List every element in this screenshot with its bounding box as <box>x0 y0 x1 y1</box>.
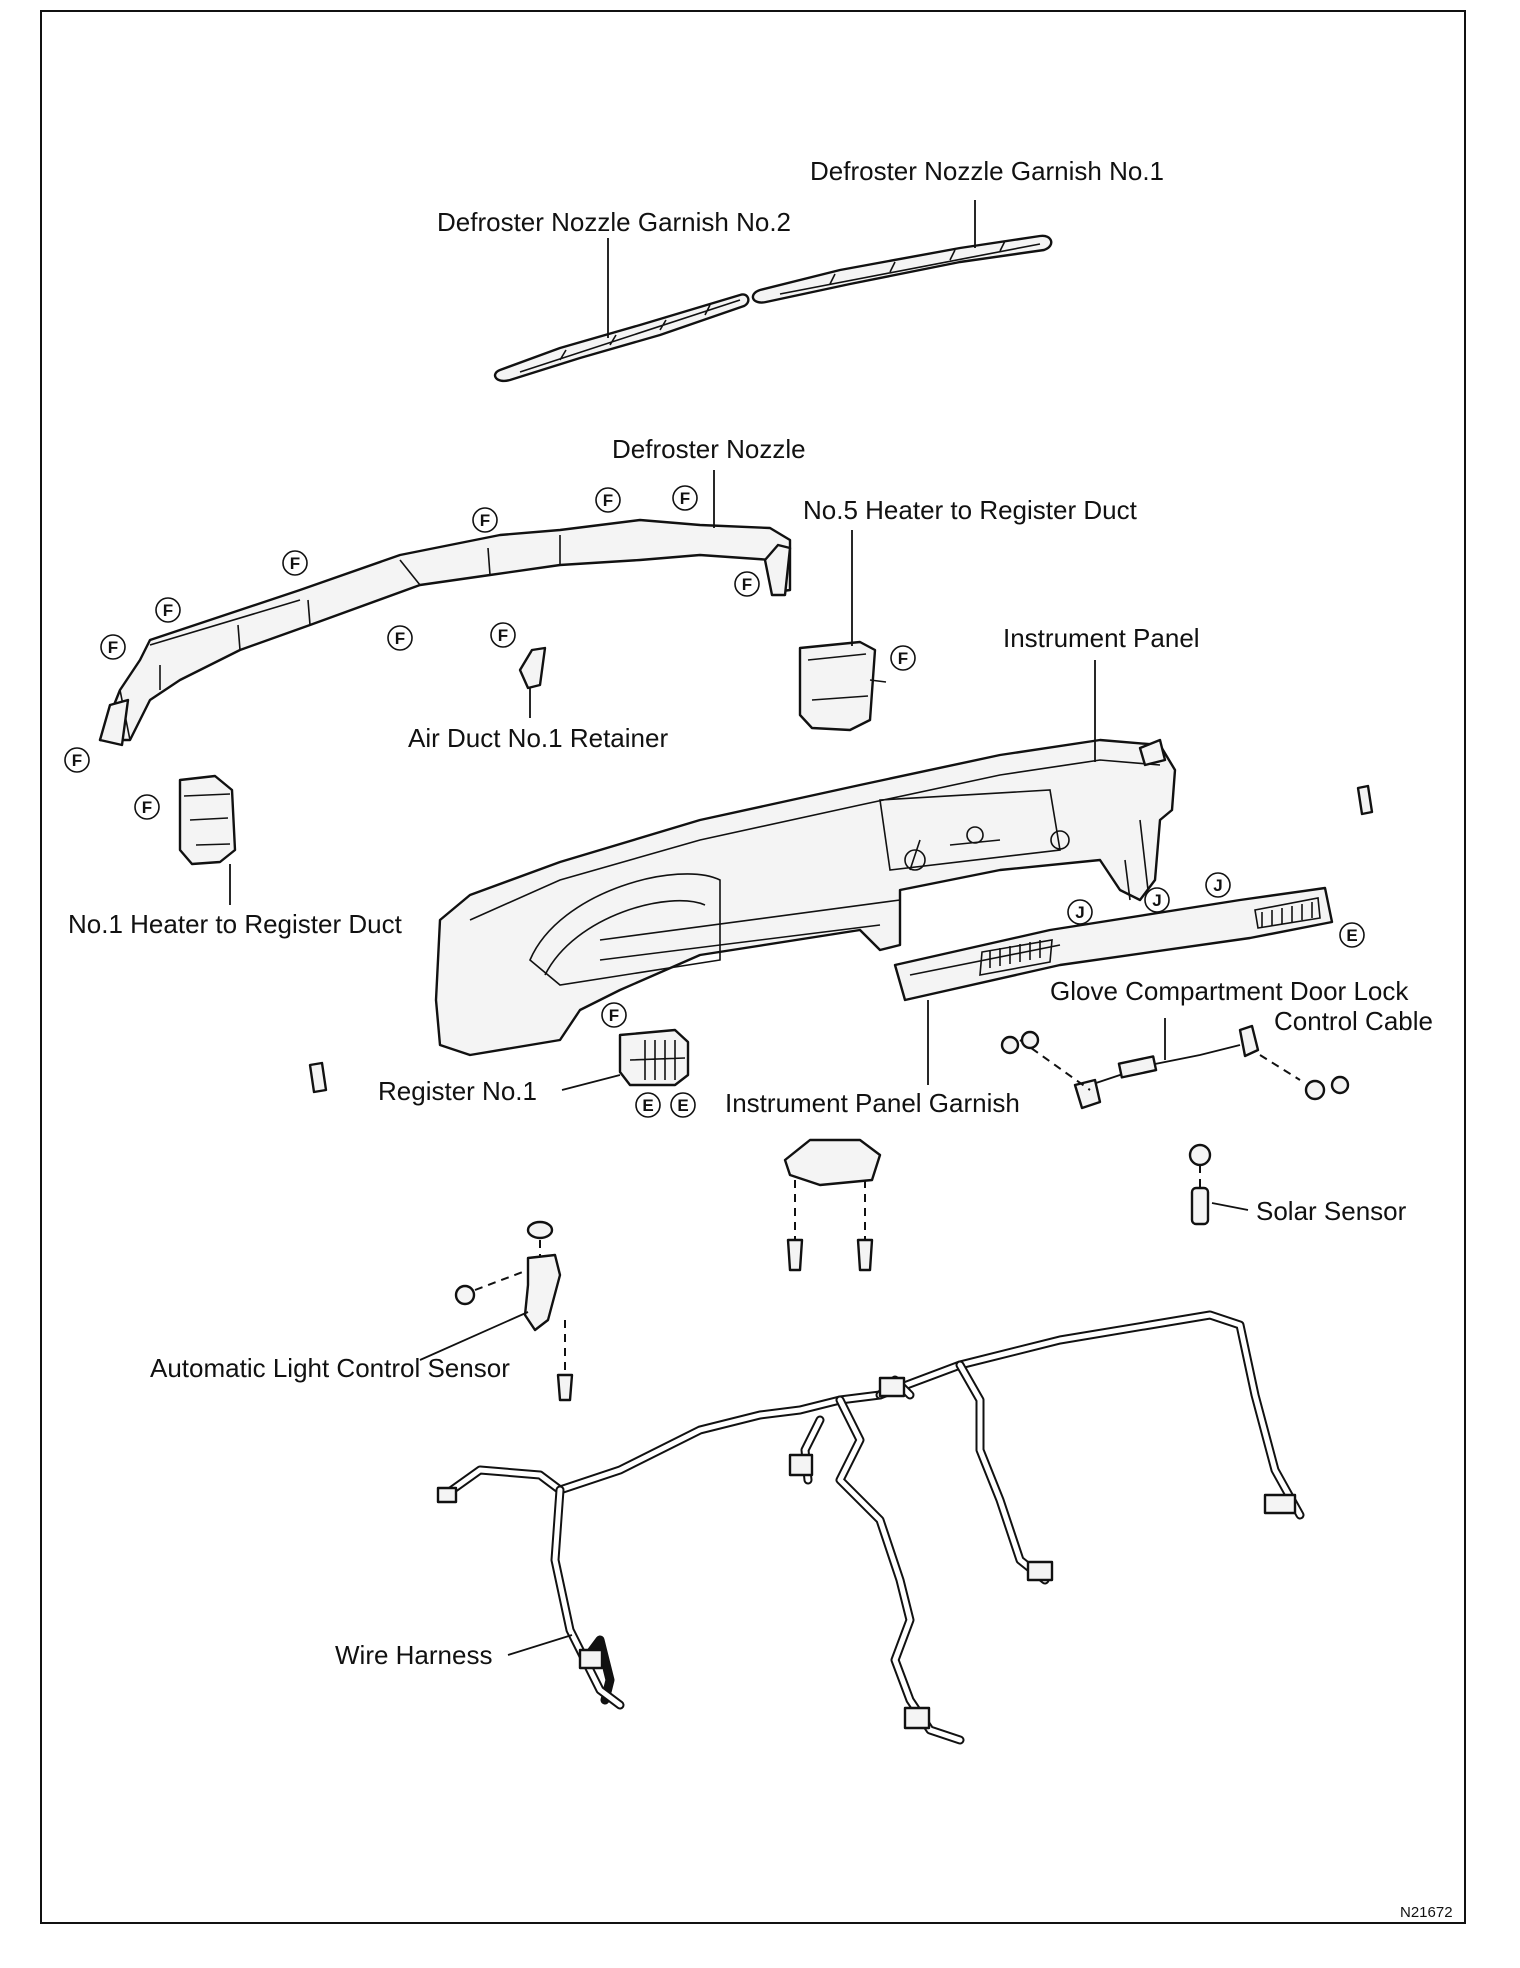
wire-harness <box>436 1310 1305 1745</box>
clip-f-6: F <box>672 485 698 511</box>
air-duct-no1-retainer <box>518 646 547 690</box>
clip-markers: F F F F F F F F F F F F F J J J E E E <box>64 485 1365 1118</box>
loose-clip-right <box>1356 784 1374 816</box>
label-garnish-no2: Defroster Nozzle Garnish No.2 <box>437 207 792 237</box>
label-defroster-nozzle: Defroster Nozzle <box>612 434 806 464</box>
glove-compartment-door-lock-cable <box>1000 1024 1350 1110</box>
svg-text:F: F <box>108 638 118 657</box>
clip-f-7: F <box>734 571 760 597</box>
label-register-no1: Register No.1 <box>378 1076 537 1106</box>
clip-f-9: F <box>490 622 516 648</box>
svg-text:F: F <box>72 751 82 770</box>
label-air-duct-retainer: Air Duct No.1 Retainer <box>408 723 669 753</box>
svg-text:F: F <box>290 554 300 573</box>
center-module <box>783 1138 882 1272</box>
clip-e-3: E <box>670 1092 696 1118</box>
svg-text:E: E <box>1346 926 1357 945</box>
figure-code: N21672 <box>1400 1904 1453 1921</box>
clip-j-1: J <box>1205 872 1231 898</box>
label-light-sensor: Automatic Light Control Sensor <box>150 1353 510 1383</box>
svg-text:E: E <box>642 1096 653 1115</box>
leader-lines <box>229 200 1166 1091</box>
label-panel-garnish: Instrument Panel Garnish <box>725 1088 1020 1118</box>
clip-f-11: F <box>64 747 90 773</box>
label-garnish-no1: Defroster Nozzle Garnish No.1 <box>810 156 1165 186</box>
loose-clip-left <box>308 1061 328 1094</box>
clip-f-5: F <box>595 487 621 513</box>
svg-text:E: E <box>677 1096 688 1115</box>
label-solar-sensor: Solar Sensor <box>1256 1196 1407 1226</box>
label-instrument-panel: Instrument Panel <box>1003 623 1200 653</box>
label-glove-cable-line2: Control Cable <box>1274 1006 1433 1036</box>
automatic-light-control-sensor <box>419 1220 574 1402</box>
svg-text:J: J <box>1152 891 1161 910</box>
svg-text:F: F <box>603 491 613 510</box>
svg-text:J: J <box>1213 876 1222 895</box>
register-no1 <box>618 1028 690 1087</box>
no5-heater-duct <box>798 640 887 732</box>
clip-f-3: F <box>282 550 308 576</box>
svg-text:F: F <box>898 649 908 668</box>
label-glove-cable-line1: Glove Compartment Door Lock <box>1050 976 1409 1006</box>
clip-f-12: F <box>134 794 160 820</box>
svg-text:F: F <box>680 489 690 508</box>
defroster-nozzle-garnish-no1 <box>751 234 1053 304</box>
defroster-nozzle <box>98 518 792 747</box>
clip-e-1: E <box>1339 922 1365 948</box>
no1-heater-duct <box>178 774 237 866</box>
svg-text:F: F <box>163 601 173 620</box>
svg-text:F: F <box>609 1006 619 1025</box>
instrument-panel-garnish <box>893 886 1334 1002</box>
solar-sensor <box>1188 1143 1249 1226</box>
label-wire-harness: Wire Harness <box>335 1640 493 1670</box>
label-no1-duct: No.1 Heater to Register Duct <box>68 909 402 939</box>
diagram-frame <box>40 10 1466 1924</box>
clip-f-13: F <box>601 1002 627 1028</box>
clip-f-1: F <box>100 634 126 660</box>
svg-text:F: F <box>142 798 152 817</box>
clip-f-8: F <box>387 625 413 651</box>
svg-text:F: F <box>498 626 508 645</box>
defroster-nozzle-garnish-no2 <box>493 293 750 383</box>
clip-e-2: E <box>635 1092 661 1118</box>
svg-text:J: J <box>1075 903 1084 922</box>
clip-f-2: F <box>155 597 181 623</box>
clip-j-2: J <box>1067 899 1093 925</box>
svg-text:F: F <box>480 511 490 530</box>
instrument-panel <box>434 738 1177 1057</box>
clip-f-4: F <box>472 507 498 533</box>
clip-f-10: F <box>890 645 916 671</box>
clip-j-3: J <box>1144 887 1170 913</box>
label-no5-duct: No.5 Heater to Register Duct <box>803 495 1137 525</box>
svg-text:F: F <box>742 575 752 594</box>
svg-text:F: F <box>395 629 405 648</box>
